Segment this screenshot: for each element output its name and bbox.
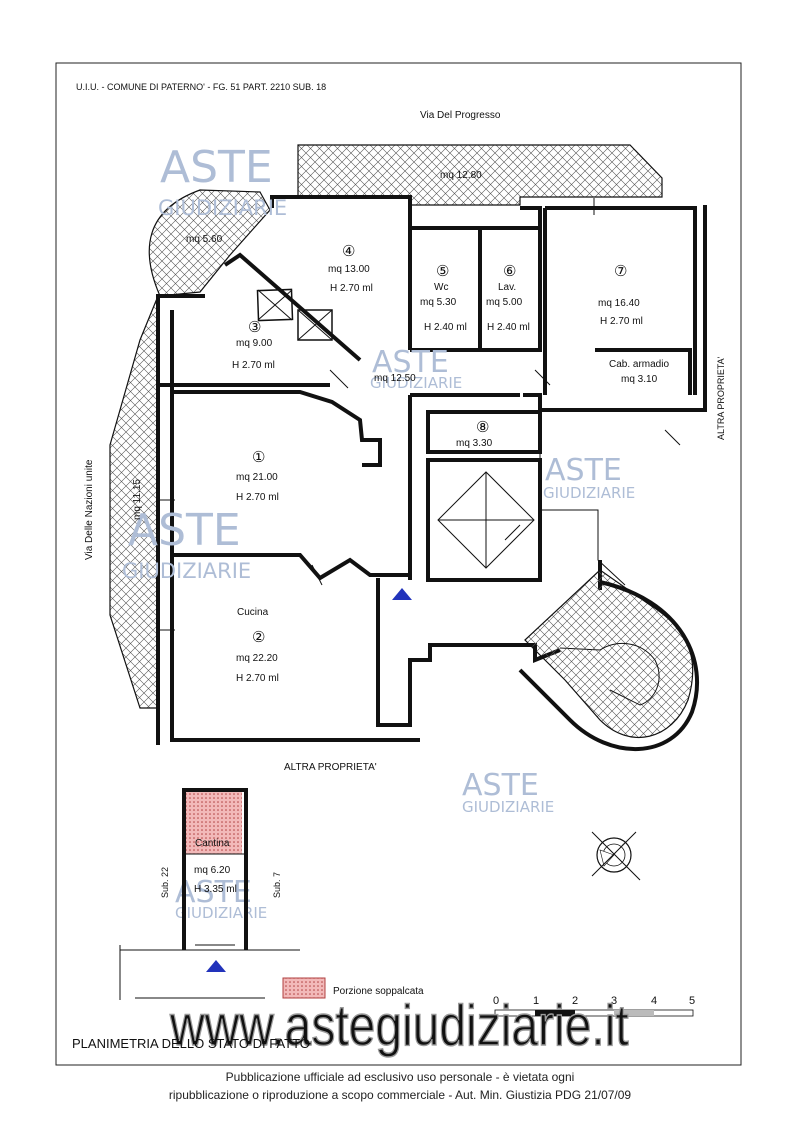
svg-text:ASTE: ASTE <box>545 453 622 488</box>
lift-shaft <box>437 471 535 569</box>
scale-tick-1: 1 <box>533 995 539 1007</box>
svg-text:GIUDIZIARIE: GIUDIZIARIE <box>543 484 635 502</box>
cab-name: Cab. armadio <box>609 359 669 370</box>
room2-num: ② <box>252 629 265 646</box>
room5-h: H 2.40 ml <box>424 322 467 333</box>
watermark-3: ASTE GIUDIZIARIE <box>543 453 635 502</box>
cellar-h: H 3.35 ml <box>194 884 237 895</box>
scale-tick-3: 3 <box>611 995 617 1007</box>
street-top: Via Del Progresso <box>420 110 501 121</box>
scale-tick-0: 0 <box>493 995 499 1007</box>
room6-h: H 2.40 ml <box>487 322 530 333</box>
staircase <box>524 569 694 738</box>
svg-text:ASTE: ASTE <box>175 875 252 910</box>
legend-swatch <box>282 977 326 999</box>
scale-bar: 0 1 2 3 4 5 <box>493 995 695 1017</box>
street-right: ALTRA PROPRIETA' <box>716 356 726 440</box>
watermark-6: ASTE GIUDIZIARIE <box>175 875 267 922</box>
room1-area: mq 21.00 <box>236 472 278 483</box>
label-balcony-top: mq 12.80 <box>440 170 482 181</box>
svg-text:GIUDIZIARIE: GIUDIZIARIE <box>158 196 287 220</box>
watermark-5: ASTE GIUDIZIARIE <box>462 768 554 816</box>
room3-h: H 2.70 ml <box>232 360 275 371</box>
entrance-marker-main <box>392 588 412 600</box>
svg-text:GIUDIZIARIE: GIUDIZIARIE <box>122 559 251 583</box>
watermark-1: ASTE GIUDIZIARIE <box>158 142 287 220</box>
room6-area: mq 5.00 <box>486 297 523 308</box>
svg-text:ASTE: ASTE <box>160 142 273 193</box>
room6-name: Lav. <box>498 282 516 293</box>
svg-text:ASTE: ASTE <box>462 768 539 803</box>
cellar-left: Sub. 22 <box>160 867 170 898</box>
svg-text:GIUDIZIARIE: GIUDIZIARIE <box>175 904 267 922</box>
room5-area: mq 5.30 <box>420 297 457 308</box>
svg-text:GIUDIZIARIE: GIUDIZIARIE <box>462 798 554 816</box>
header-title: U.I.U. - COMUNE DI PATERNO' - FG. 51 PAR… <box>76 82 326 92</box>
watermark-url: www.astegiudiziarie.it <box>169 994 629 1058</box>
wall-outer <box>156 195 412 745</box>
label-balcony-left: mq 11.15 <box>132 479 143 520</box>
plan-title: PLANIMETRIA DELLO STATO DI FATTO <box>72 1036 310 1051</box>
balcony-round <box>148 189 271 297</box>
scale-tick-4: 4 <box>651 995 657 1007</box>
scale-tick-2: 2 <box>572 995 578 1007</box>
svg-text:GIUDIZIARIE: GIUDIZIARIE <box>370 374 462 392</box>
street-left: Via Delle Nazioni unite <box>84 459 95 560</box>
room4-area: mq 13.00 <box>328 264 370 275</box>
room5-name: Wc <box>434 282 448 293</box>
room3-area: mq 9.00 <box>236 338 273 349</box>
door-marks <box>160 198 681 631</box>
scale-tick-5: 5 <box>689 995 695 1007</box>
room8-num: ⑧ <box>476 419 489 436</box>
legend-label: Porzione soppalcata <box>333 986 424 997</box>
room7-num: ⑦ <box>614 263 627 280</box>
room6-num: ⑥ <box>503 263 516 280</box>
room4-h: H 2.70 ml <box>330 283 373 294</box>
room2-h: H 2.70 ml <box>236 673 279 684</box>
sheet-frame <box>55 62 742 1066</box>
room8-area: mq 3.30 <box>456 438 493 449</box>
room2-name: Cucina <box>237 607 269 618</box>
room2-area: mq 22.20 <box>236 653 278 664</box>
footer-line-1: Pubblicazione ufficiale ad esclusivo uso… <box>225 1070 575 1084</box>
room1-num: ① <box>252 449 265 466</box>
cellar-area: mq 6.20 <box>194 865 231 876</box>
room5-num: ⑤ <box>436 263 449 280</box>
footer-line-2: ripubblicazione o riproduzione a scopo c… <box>168 1088 632 1102</box>
street-bottom: ALTRA PROPRIETA' <box>284 762 377 773</box>
watermark-2: ASTE GIUDIZIARIE <box>370 345 462 392</box>
cab-area: mq 3.10 <box>621 374 658 385</box>
room4-num: ④ <box>342 243 355 260</box>
room7-h: H 2.70 ml <box>600 316 643 327</box>
north-arrow-icon <box>591 831 641 881</box>
room1-h: H 2.70 ml <box>236 492 279 503</box>
label-balcony-round: mq 5.60 <box>186 234 223 245</box>
cellar-right: Sub. 7 <box>272 872 282 898</box>
room7-area: mq 16.40 <box>598 298 640 309</box>
corridor-area: mq 12.50 <box>374 373 416 384</box>
entrance-marker-cellar <box>206 960 226 972</box>
cellar-name: Cantina <box>195 838 230 849</box>
svg-text:ASTE: ASTE <box>372 345 449 380</box>
watermark-4: ASTE GIUDIZIARIE <box>122 505 251 583</box>
room3-num: ③ <box>248 319 261 336</box>
svg-text:ASTE: ASTE <box>128 505 241 556</box>
wall-center <box>408 393 542 582</box>
cellar-plan: Cantina mq 6.20 H 3.35 ml Sub. 22 Sub. 7 <box>119 788 300 1000</box>
